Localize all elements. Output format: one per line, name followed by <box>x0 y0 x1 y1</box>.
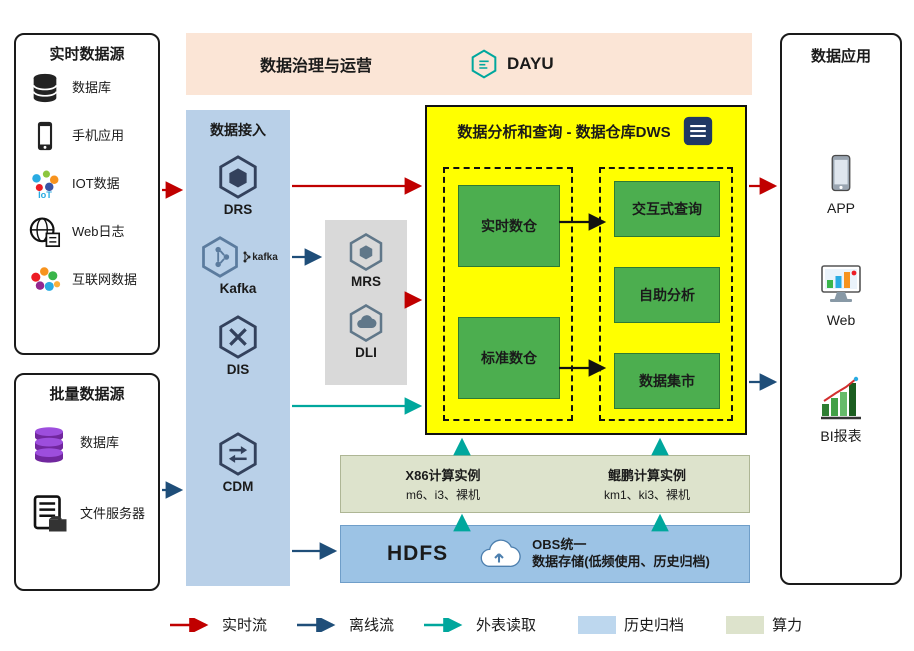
service-label: DRS <box>223 202 253 217</box>
kunpeng-compute: 鲲鹏计算实例 km1、ki3、裸机 <box>545 456 749 512</box>
cdm-icon <box>219 432 257 476</box>
kunpeng-spec: km1、ki3、裸机 <box>603 488 690 502</box>
web-log-icon <box>29 217 61 248</box>
app-item-app: APP <box>820 152 862 216</box>
ingestion-column: 数据接入 DRS ka <box>186 110 290 586</box>
source-row-mobile: 手机应用 <box>22 112 152 160</box>
dis-icon <box>219 315 257 359</box>
legend-realtime-flow: 实时流 <box>168 614 267 635</box>
source-label: IOT数据 <box>72 175 120 191</box>
compute-swatch <box>726 615 765 634</box>
hdfs-label: HDFS <box>387 542 449 565</box>
source-row-batch-database: 数据库 <box>22 404 152 471</box>
kafka-logo-glyph <box>243 251 251 263</box>
ingestion-title: 数据接入 <box>210 122 266 138</box>
realtime-sources-title: 实时数据源 <box>49 46 125 63</box>
database-icon <box>32 73 58 103</box>
compute-instances-box: X86计算实例 m6、i3、裸机 鲲鹏计算实例 km1、ki3、裸机 <box>340 455 750 513</box>
app-label: Web <box>826 312 856 328</box>
dws-box: 数据分析和查询 - 数据仓库DWS 实时数仓 标准数仓 交互式查询 自助分析 数… <box>425 105 747 435</box>
mrs-icon <box>349 233 383 271</box>
source-label: 手机应用 <box>72 127 125 143</box>
source-row-weblog: Web日志 <box>22 208 152 256</box>
self-service-analysis-box: 自助分析 <box>614 267 720 323</box>
data-mart-box: 数据集市 <box>614 353 720 409</box>
iot-icon: IoT <box>32 170 59 200</box>
legend-offline-flow: 离线流 <box>295 614 394 635</box>
internet-data-icon <box>31 267 61 291</box>
source-row-iot: IoT IOT数据 <box>22 160 152 208</box>
realtime-warehouse-box: 实时数仓 <box>458 185 560 267</box>
legend: 实时流 离线流 外表读取 历史归档 算力 <box>168 614 802 635</box>
governance-banner: 数据治理与运营 DAYU <box>186 33 752 95</box>
query-group: 交互式查询 自助分析 数据集市 <box>599 167 733 421</box>
dli-icon <box>349 304 383 342</box>
drs-icon <box>219 155 257 199</box>
archive-swatch <box>578 615 617 634</box>
obs-cloud-icon <box>480 539 521 567</box>
dayu-logo: DAYU <box>468 48 554 80</box>
service-label: Kafka <box>219 281 257 296</box>
legend-external-read: 外表读取 <box>422 614 536 635</box>
database-stack-icon <box>35 427 63 463</box>
batch-sources-box: 批量数据源 数据库 文件服务器 <box>14 373 160 591</box>
kafka-wordmark: kafka <box>242 251 278 263</box>
service-drs: DRS <box>215 154 261 217</box>
source-row-database: 数据库 <box>22 64 152 112</box>
processing-box: MRS DLI <box>325 220 407 385</box>
service-mrs: MRS <box>346 232 386 289</box>
storage-box: HDFS OBS统一 数据存储(低频使用、历史归档) <box>340 525 750 583</box>
obs-note: (低频使用、历史归档) <box>584 554 710 569</box>
service-label: DLI <box>355 345 377 360</box>
svg-text:IoT: IoT <box>38 190 52 200</box>
governance-title: 数据治理与运营 <box>260 58 373 75</box>
app-label: BI报表 <box>820 428 862 444</box>
service-label: MRS <box>351 274 381 289</box>
red-arrow-icon <box>170 617 209 632</box>
bi-report-icon <box>821 376 861 420</box>
service-kafka: kafka Kafka <box>198 235 278 296</box>
service-label: CDM <box>222 479 254 494</box>
source-label: Web日志 <box>72 223 125 239</box>
source-row-internet: 互联网数据 <box>22 256 152 304</box>
service-dis: DIS <box>215 314 261 377</box>
blue-arrow-icon <box>297 617 336 632</box>
interactive-query-box: 交互式查询 <box>614 181 720 237</box>
x86-compute: X86计算实例 m6、i3、裸机 <box>341 456 545 512</box>
app-phone-icon <box>831 154 851 192</box>
source-label: 数据库 <box>80 434 120 450</box>
dws-title: 数据分析和查询 - 数据仓库DWS <box>457 123 671 141</box>
kafka-icon <box>202 236 239 278</box>
service-label: DIS <box>226 362 250 377</box>
app-item-bi: BI报表 <box>817 374 865 446</box>
source-label: 文件服务器 <box>80 505 146 521</box>
applications-box: 数据应用 APP Web <box>780 33 902 585</box>
app-item-web: Web <box>817 260 865 328</box>
source-label: 互联网数据 <box>72 271 138 287</box>
source-label: 数据库 <box>72 79 112 95</box>
standard-warehouse-box: 标准数仓 <box>458 317 560 399</box>
file-server-icon <box>33 495 67 532</box>
dws-document-icon <box>683 116 712 146</box>
batch-sources-title: 批量数据源 <box>49 386 125 403</box>
warehouse-group: 实时数仓 标准数仓 <box>443 167 573 421</box>
x86-title: X86计算实例 <box>405 468 481 483</box>
app-label: APP <box>826 200 855 216</box>
dayu-icon <box>471 49 497 79</box>
service-dli: DLI <box>346 303 386 360</box>
x86-spec: m6、i3、裸机 <box>405 488 480 502</box>
realtime-sources-box: 实时数据源 数据库 手机应用 IoT IOT数据 <box>14 33 160 355</box>
legend-archive: 历史归档 <box>578 614 684 635</box>
obs-storage-text: OBS统一 数据存储(低频使用、历史归档) <box>532 537 710 569</box>
service-cdm: CDM <box>215 431 261 494</box>
dayu-logo-text: DAYU <box>507 54 554 73</box>
applications-title: 数据应用 <box>810 48 871 65</box>
phone-icon <box>37 121 53 151</box>
web-monitor-icon <box>821 265 861 302</box>
kunpeng-title: 鲲鹏计算实例 <box>607 468 686 483</box>
teal-arrow-icon <box>424 617 463 632</box>
dws-header: 数据分析和查询 - 数据仓库DWS <box>427 114 745 148</box>
legend-compute: 算力 <box>726 614 802 635</box>
source-row-file-server: 文件服务器 <box>22 471 152 542</box>
